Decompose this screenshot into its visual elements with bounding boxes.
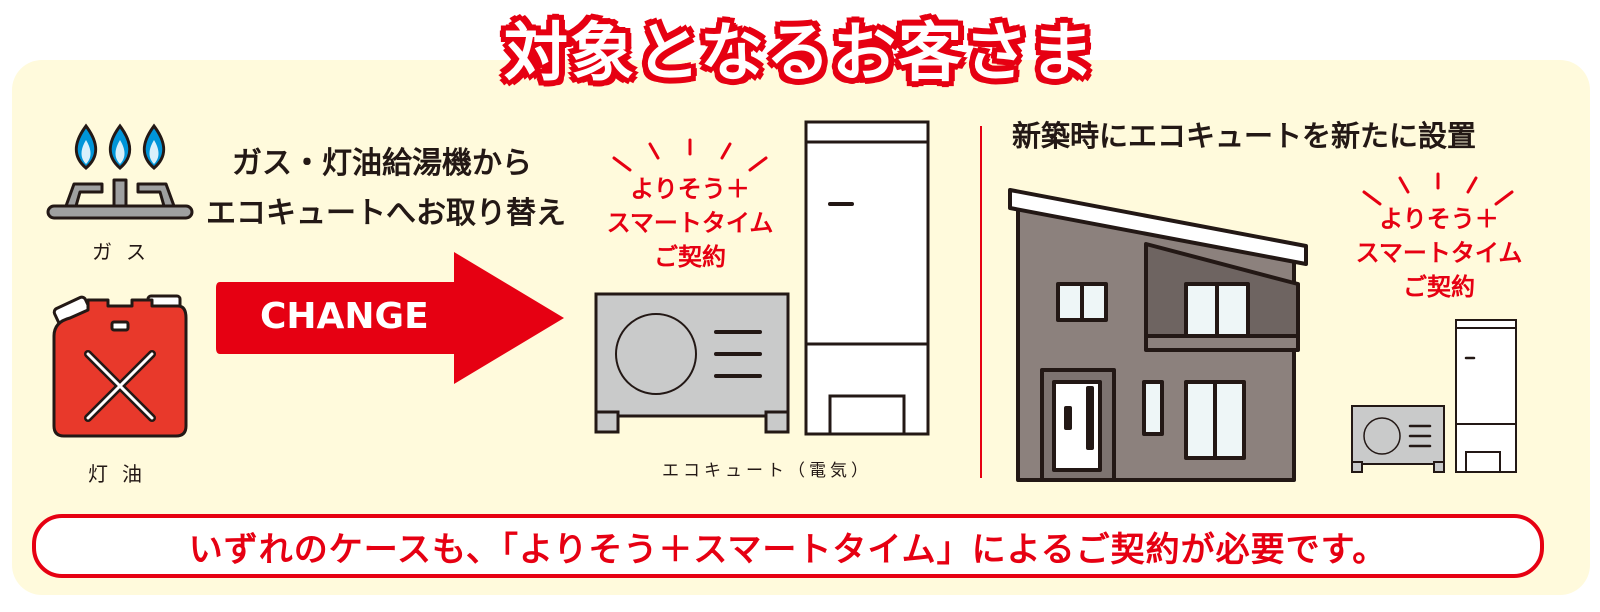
callout-line3-right: ご契約: [1403, 273, 1475, 301]
burst-lines-icon: [612, 138, 768, 172]
heat-pump-unit-icon: [594, 292, 790, 434]
kerosene-tank-icon: [52, 294, 188, 438]
change-label: CHANGE: [260, 296, 429, 337]
page-title: 対象となるお客さま: [503, 17, 1097, 91]
callout-line1: よりそう＋: [630, 175, 750, 203]
left-callout: よりそう＋ スマートタイム ご契約: [598, 172, 782, 274]
gas-stove-icon: [46, 123, 194, 220]
callout-line3: ご契約: [654, 243, 726, 271]
footer-text: いずれのケースも、「よりそう＋スマートタイム」によるご契約が必要です。: [188, 529, 1388, 570]
burst-lines-icon-right: [1362, 172, 1514, 206]
callout-line1-right: よりそう＋: [1379, 205, 1499, 233]
callout-line2: スマートタイム: [606, 209, 774, 237]
gas-label: ガス: [92, 240, 160, 264]
section-divider: [980, 126, 982, 478]
storage-tank-icon: [804, 120, 930, 436]
kerosene-label: 灯油: [88, 462, 156, 486]
right-callout: よりそう＋ スマートタイム ご契約: [1346, 202, 1532, 304]
right-heading: 新築時にエコキュートを新たに設置: [1012, 119, 1477, 153]
house-icon: [1008, 188, 1308, 482]
ecocute-label: エコキュート（電気）: [662, 461, 872, 481]
left-heading-line1: ガス・灯油給湯機から: [232, 146, 532, 181]
change-arrow-icon: [216, 252, 564, 384]
left-heading-line2: エコキュートへお取り替え: [206, 196, 566, 231]
footer-notice: いずれのケースも、「よりそう＋スマートタイム」によるご契約が必要です。: [32, 514, 1544, 578]
callout-line2-right: スマートタイム: [1355, 239, 1523, 267]
ecocute-small-icon: [1351, 319, 1517, 473]
